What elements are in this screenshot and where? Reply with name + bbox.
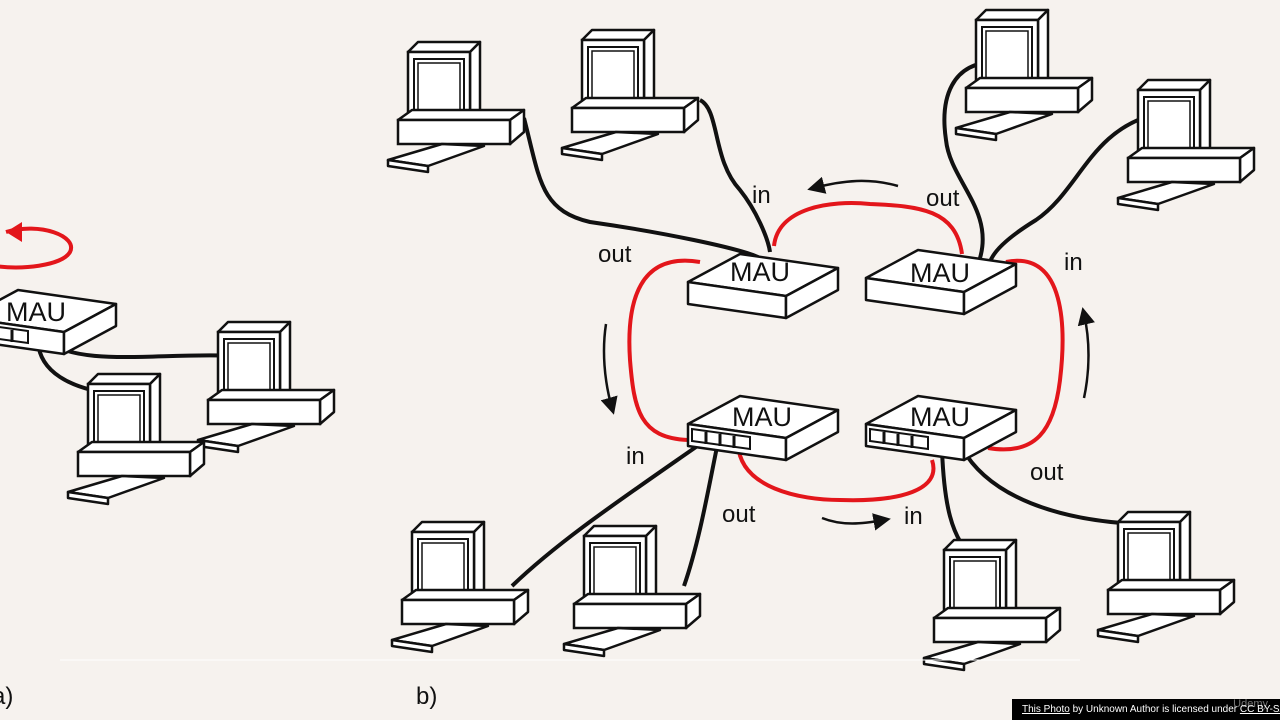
in-label: in	[1064, 249, 1083, 276]
computer-icon	[1116, 78, 1256, 212]
mau-label: MAU	[910, 402, 970, 432]
computer-icon	[1096, 510, 1236, 644]
attribution-bar: This Photo by Unknown Author is licensed…	[1012, 699, 1280, 720]
computer-icon	[390, 520, 530, 654]
out-label: out	[722, 501, 756, 528]
out-label: out	[598, 241, 632, 268]
panel-a: MAU a)	[0, 222, 336, 710]
panel-a-caption: a)	[0, 683, 13, 710]
cables	[510, 59, 1157, 588]
mau-label: MAU	[6, 297, 66, 327]
direction-arrow-icon	[821, 513, 891, 531]
in-label: in	[904, 503, 923, 530]
udemy-watermark: Udemy	[1233, 698, 1268, 710]
computer-icon	[66, 372, 206, 506]
computer-icon	[954, 8, 1094, 142]
in-label: in	[752, 182, 771, 209]
panel-b-caption: b)	[416, 683, 437, 710]
computer-icon	[386, 40, 526, 174]
mau-label: MAU	[910, 258, 970, 288]
mau-label: MAU	[732, 402, 792, 432]
license-link[interactable]: CC BY-SA	[1239, 704, 1280, 715]
computer-icon	[196, 320, 336, 454]
computer-icon	[560, 28, 700, 162]
direction-arrow-icon	[1077, 307, 1095, 399]
ring-path	[627, 201, 1065, 503]
photo-link[interactable]: This Photo	[1022, 704, 1070, 715]
out-label: out	[1030, 459, 1064, 486]
ring-direction-icon	[0, 222, 74, 270]
in-label: in	[626, 443, 645, 470]
out-label: out	[926, 185, 960, 212]
computer-icon	[562, 524, 702, 658]
attribution-text: by Unknown Author is licensed under	[1069, 704, 1240, 715]
computer-icon	[922, 538, 1062, 672]
direction-arrow-icon	[807, 176, 899, 194]
direction-arrow-icon	[600, 323, 618, 415]
mau-label: MAU	[730, 257, 790, 287]
panel-b: MAU MAU MAU MAU in out out in in out in …	[386, 8, 1256, 710]
